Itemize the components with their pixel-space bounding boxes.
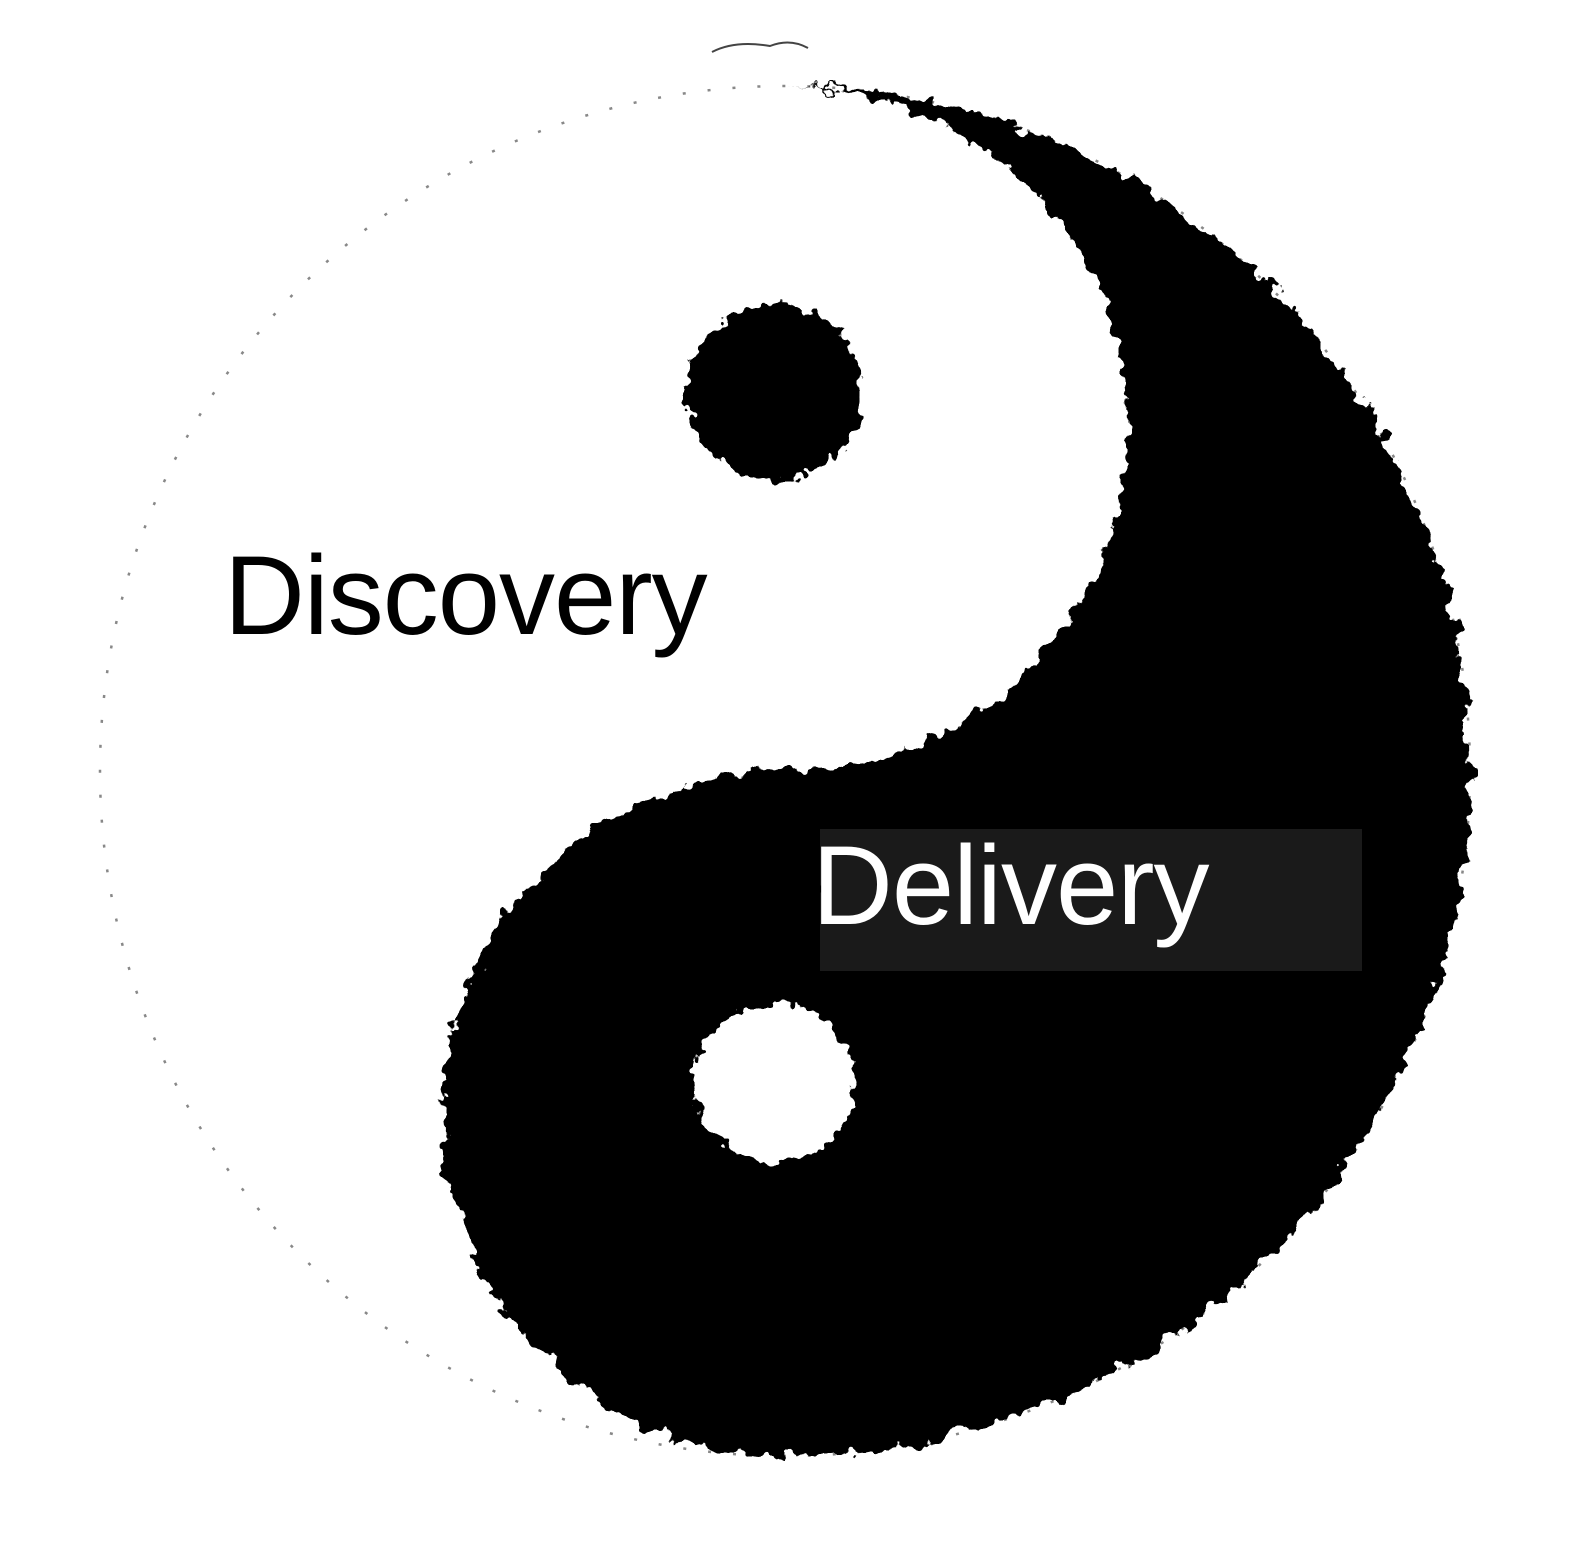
top-scribble <box>711 41 809 53</box>
yin-dark-half <box>442 85 1470 1456</box>
delivery-label-background <box>820 829 1362 971</box>
yang-dot <box>695 1003 855 1163</box>
discovery-label: Discovery <box>224 533 708 658</box>
yin-dot <box>687 304 863 480</box>
delivery-label: Delivery <box>812 823 1210 948</box>
stray-text-mark: T <box>776 867 833 969</box>
